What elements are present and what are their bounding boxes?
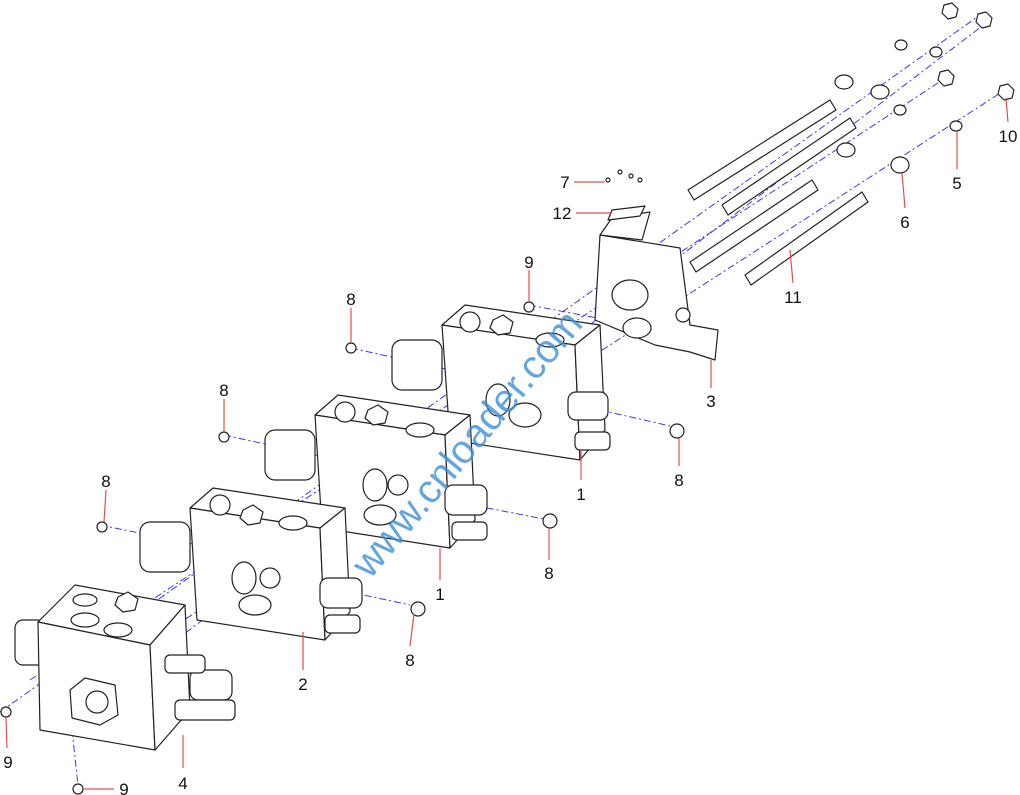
callout-1: 1	[576, 485, 585, 504]
tie-rods	[687, 99, 869, 286]
callout-12: 12	[553, 204, 572, 223]
valve-section	[391, 304, 611, 461]
nameplate	[607, 205, 646, 221]
callout-8: 8	[544, 564, 553, 583]
callout-11: 11	[784, 288, 802, 307]
tie-rod	[687, 99, 837, 201]
washer	[870, 84, 890, 100]
hex-nut	[941, 2, 959, 20]
tie-rod	[721, 117, 857, 216]
tie-rod	[689, 179, 819, 273]
callout-5: 5	[952, 174, 961, 193]
hex-nut	[975, 11, 993, 29]
callout-8: 8	[674, 471, 683, 490]
lock-washer	[949, 120, 963, 132]
washer	[890, 156, 910, 174]
callout-9: 9	[3, 753, 12, 772]
callout-8: 8	[346, 290, 355, 309]
valve-section	[139, 487, 363, 641]
callout-7: 7	[560, 173, 569, 192]
washer	[834, 74, 854, 90]
callout-10: 10	[999, 127, 1018, 146]
end-plate	[594, 205, 719, 361]
screws	[605, 169, 643, 183]
washer	[836, 142, 856, 158]
lock-washer	[894, 39, 908, 51]
callout-3: 3	[706, 392, 715, 411]
leader-lines	[5, 97, 1009, 790]
callout-4: 4	[178, 774, 187, 793]
callout-9: 9	[119, 780, 128, 795]
tie-rod	[744, 191, 869, 286]
callouts: 7 12 9 8 8 8 9 9 4 2 8 1 8 1 8 3 11 6 5 …	[3, 127, 1017, 795]
callout-8: 8	[219, 381, 228, 400]
hex-nut	[997, 83, 1015, 101]
callout-1: 1	[435, 585, 444, 604]
lock-washer	[929, 46, 943, 58]
hardware	[834, 2, 1015, 174]
valve-section	[264, 394, 488, 549]
callout-8: 8	[405, 651, 414, 670]
inlet-section	[14, 584, 236, 751]
hex-nut	[937, 69, 955, 87]
lock-washer	[893, 104, 907, 116]
plugs	[0, 169, 685, 795]
callout-6: 6	[900, 213, 909, 232]
callout-2: 2	[298, 675, 307, 694]
callout-8: 8	[101, 472, 110, 491]
callout-9: 9	[524, 253, 533, 272]
